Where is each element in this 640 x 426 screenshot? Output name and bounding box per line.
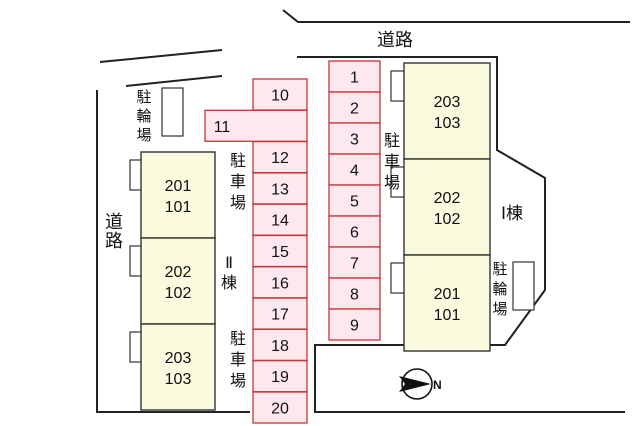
parking-label-center: 駐 車 場 [384, 131, 400, 192]
entrance-step [129, 245, 143, 277]
bicycle-parking-left-label: 駐 輪 場 [136, 88, 151, 144]
building-unit [140, 151, 216, 239]
parking-space-number: 8 [350, 287, 359, 304]
parking-space-number: 4 [350, 163, 359, 180]
parking-space [252, 203, 308, 236]
unit-number-upper: 202 [434, 190, 461, 207]
parking-space [252, 78, 308, 111]
parking-label-char: 車 [384, 152, 400, 171]
parking-space-number: 10 [271, 88, 289, 105]
compass-north-letter: N [433, 378, 442, 392]
parking-space [328, 153, 381, 186]
unit-number-lower: 102 [165, 285, 192, 302]
bicycle-parking-right-label: 駐 輪 場 [492, 260, 507, 318]
entrance-step [129, 331, 143, 363]
road-label-left-char: 道 [105, 212, 123, 233]
site-boundary [96, 9, 630, 413]
parking-space [204, 109, 308, 142]
parking-space-number: 14 [271, 213, 289, 230]
unit-number-lower: 103 [165, 371, 192, 388]
compass: N [399, 368, 442, 400]
bicycle-parking-right [512, 261, 535, 311]
building-1-label: Ⅰ棟 [501, 204, 523, 224]
parking-label-char: 場 [384, 173, 400, 192]
parking-label-char: 場 [230, 193, 246, 212]
entrance-step [390, 70, 406, 102]
building-unit [403, 158, 491, 256]
unit-number-upper: 201 [165, 178, 192, 195]
parking-space [328, 246, 381, 279]
bicycle-parking-right-char: 場 [492, 300, 507, 318]
entrance-step [390, 262, 406, 294]
parking-space-number: 19 [271, 369, 289, 386]
parking-label-char: 場 [230, 371, 246, 390]
parking-space [252, 391, 308, 424]
road-label-left: 道 路 [105, 212, 123, 252]
parking-space-number: 5 [350, 194, 359, 211]
building-unit [403, 62, 491, 160]
parking-label-left-upper: 駐 車 場 [230, 151, 246, 212]
parking-space-number: 9 [350, 318, 359, 335]
parking-label-left-lower: 駐 車 場 [230, 329, 246, 390]
parking-space [252, 297, 308, 330]
parking-label-char: 車 [230, 350, 246, 369]
parking-space [328, 308, 381, 341]
unit-number-upper: 203 [434, 94, 461, 111]
parking-space-number: 3 [350, 132, 359, 149]
parking-space-number: 16 [271, 275, 289, 292]
unit-number-lower: 102 [434, 211, 461, 228]
parking-label-char: 駐 [230, 151, 246, 170]
unit-number-upper: 202 [165, 264, 192, 281]
unit-number-lower: 101 [165, 199, 192, 216]
parking-space-number: 17 [271, 307, 289, 324]
building-unit [403, 254, 491, 352]
parking-space [252, 360, 308, 393]
parking-space-number: 6 [350, 225, 359, 242]
parking-space-number: 2 [350, 101, 359, 118]
building-2-label: Ⅱ 棟 [221, 253, 237, 292]
bicycle-parking-right-char: 駐 [492, 260, 507, 278]
entrance-step [129, 159, 143, 191]
parking-space-number: 18 [271, 338, 289, 355]
parking-label-char: 駐 [384, 131, 400, 150]
bicycle-parking-left [161, 87, 184, 137]
parking-label-char: 車 [230, 172, 246, 191]
parking-space-number: 15 [271, 244, 289, 261]
road-label-top: 道路 [377, 30, 413, 51]
bicycle-parking-right-char: 輪 [492, 280, 507, 298]
parking-space-number: 20 [271, 401, 289, 418]
unit-number-upper: 203 [165, 350, 192, 367]
parking-label-char: 駐 [230, 329, 246, 348]
unit-number-upper: 201 [434, 286, 461, 303]
bicycle-parking-left-char: 駐 [136, 88, 151, 106]
parking-space-number: 12 [271, 150, 289, 167]
building-1: 203 103 202 102 201 101 [390, 62, 491, 352]
road-label-left-char: 路 [105, 231, 123, 252]
building-unit [140, 323, 216, 411]
building-2: 201 101 202 102 203 103 [129, 151, 216, 411]
building-2-label-char: Ⅱ [225, 253, 233, 272]
building-2-label-char: 棟 [221, 273, 237, 292]
parking-space-number: 1 [350, 70, 359, 87]
parking-space [252, 234, 308, 268]
parking-space-number: 7 [350, 256, 359, 273]
parking-space-number: 13 [271, 181, 289, 198]
parking-column-1-9: 1 2 3 4 5 6 7 8 9 [328, 60, 381, 341]
parking-column-10-20: 10 11 12 13 14 15 16 17 18 19 20 [204, 78, 308, 424]
parking-space-number: 11 [214, 119, 231, 136]
building-unit [140, 237, 216, 325]
bicycle-parking-left-char: 輪 [136, 107, 151, 125]
parking-space [328, 215, 381, 248]
parking-space [328, 277, 381, 310]
compass-needle-icon [399, 376, 431, 392]
parking-space [328, 60, 381, 93]
parking-space [328, 122, 381, 155]
unit-number-lower: 103 [434, 115, 461, 132]
bicycle-parking-left-char: 場 [136, 126, 151, 144]
parking-space [252, 328, 308, 362]
unit-number-lower: 101 [434, 307, 461, 324]
